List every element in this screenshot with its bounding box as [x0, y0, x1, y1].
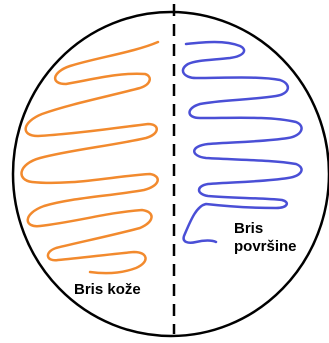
surface-swab-streak: [183, 42, 302, 243]
skin-swab-label: Bris kože: [74, 281, 141, 299]
skin-swab-streak: [22, 42, 158, 273]
surface-swab-label-line2: površine: [234, 238, 297, 256]
petri-dish-outline: [13, 12, 329, 336]
surface-swab-label-line1: Bris: [234, 220, 297, 238]
surface-swab-label: Bris površine: [234, 220, 297, 256]
